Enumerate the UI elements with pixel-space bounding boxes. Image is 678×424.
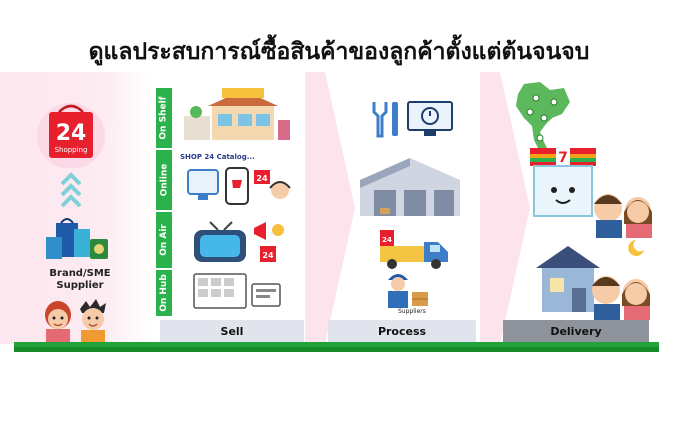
svg-text:24: 24 — [262, 251, 274, 260]
stage-sell: Sell — [160, 320, 304, 342]
supplier-worker-icon — [388, 274, 428, 308]
stage-process: Process — [328, 320, 476, 342]
flow-arrows-background — [305, 72, 530, 344]
channel-label-on-shelf: On Shelf — [159, 96, 169, 140]
catalog-text: SHOP 24 Catalog... — [180, 153, 255, 161]
supplier-label: Brand/SME Supplier — [49, 268, 111, 291]
channel-label-on-hub: On Hub — [159, 274, 170, 312]
diagram-title: ดูแลประสบการณ์ซื้อสินค้าของลูกค้าตั้งแต่… — [88, 39, 590, 65]
stage-delivery: Delivery — [503, 320, 649, 342]
shopping-bag-logo: 24 Shopping — [37, 103, 105, 168]
suppliers-caption: Suppliers — [398, 308, 426, 315]
logo-number: 24 — [56, 121, 87, 146]
home-delivery-icon — [536, 240, 650, 320]
channel-label-online: Online — [159, 163, 169, 197]
convenience-store-icon: 7 — [530, 146, 652, 238]
tools-and-computer-icon — [372, 101, 453, 138]
hub-screens-icon — [193, 273, 281, 309]
warehouse-illustration — [360, 158, 460, 216]
online-shopping-icons: 24 — [187, 167, 291, 205]
svg-text:7: 7 — [558, 150, 568, 166]
svg-text:24: 24 — [382, 236, 392, 244]
channel-label-on-air: On Air — [159, 224, 169, 256]
channel-tab-on-hub: On Hub — [156, 270, 172, 316]
brand-products-icon — [46, 218, 108, 259]
channel-tab-online: Online — [156, 150, 172, 210]
svg-text:24: 24 — [256, 174, 268, 183]
delivery-truck-icon: 24 — [380, 230, 448, 269]
ground-bar-shadow — [14, 347, 659, 352]
up-chevrons-icon — [60, 172, 82, 208]
logo-text: Shopping — [55, 146, 88, 154]
tv-on-air-icon: 24 — [194, 221, 284, 262]
supplier-people-illustration — [45, 299, 106, 347]
channel-tab-on-shelf: On Shelf — [156, 88, 172, 148]
thailand-map-icon — [516, 82, 570, 154]
store-shelf-illustration — [184, 88, 290, 140]
channel-tab-on-air: On Air — [156, 212, 172, 268]
